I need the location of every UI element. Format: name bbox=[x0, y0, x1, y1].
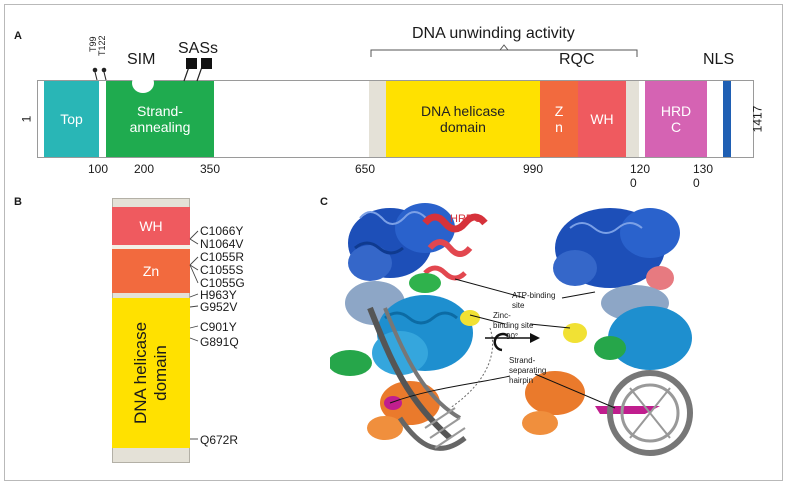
sass-label: SASs bbox=[178, 40, 219, 57]
strand-annealing-domain: Strand- annealing bbox=[106, 81, 214, 157]
right-structure bbox=[522, 208, 693, 456]
top-domain: Top bbox=[44, 81, 99, 157]
left-structure bbox=[330, 203, 488, 451]
mutation-c1055s: C1055S bbox=[200, 263, 244, 277]
panel-b-helicase-domain bbox=[112, 298, 190, 448]
t122-pin bbox=[103, 71, 107, 81]
mutation-c1066y: C1066Y bbox=[200, 224, 244, 238]
protein-structure-illustration bbox=[330, 203, 693, 456]
strand-separating-hairpin-label: Strand- separating hairpin bbox=[509, 356, 547, 385]
start-residue-label: 1 bbox=[19, 115, 34, 123]
tick-100: 100 bbox=[88, 162, 109, 176]
tick-1300: 130 0 bbox=[693, 162, 714, 190]
mutation-connectors bbox=[189, 230, 199, 440]
hrdc-structure-label: HRDC bbox=[450, 213, 482, 225]
t99-dot bbox=[92, 67, 98, 73]
dna-helicase-domain: DNA helicase domain bbox=[386, 81, 540, 157]
mutation-c1055g: C1055G bbox=[200, 276, 245, 290]
unwinding-bracket bbox=[370, 49, 638, 57]
panel-c-label: C bbox=[320, 196, 328, 208]
mutation-h963y: H963Y bbox=[200, 288, 237, 302]
mutation-n1064v: N1064V bbox=[200, 237, 244, 251]
sim-notch bbox=[132, 73, 154, 93]
tick-990: 990 bbox=[523, 162, 544, 176]
mutation-q672r: Q672R bbox=[200, 433, 239, 447]
nls-domain bbox=[723, 81, 731, 157]
rotation-curl bbox=[493, 332, 509, 352]
tick-650: 650 bbox=[355, 162, 376, 176]
tick-1200: 120 0 bbox=[630, 162, 651, 190]
rotation-label: 90° bbox=[506, 332, 519, 341]
rotation-arrow-head bbox=[530, 333, 540, 343]
sim-label: SIM bbox=[127, 51, 156, 68]
mutation-c1055r: C1055R bbox=[200, 250, 245, 264]
wh-domain: WH bbox=[578, 81, 626, 157]
panel-b-zn-domain: Zn bbox=[112, 249, 190, 293]
panel-b-label: B bbox=[14, 196, 22, 208]
helicase-flank-left bbox=[369, 81, 386, 157]
nls-label: NLS bbox=[703, 51, 735, 68]
tick-200: 200 bbox=[134, 162, 155, 176]
zn-domain: Z n bbox=[540, 81, 578, 157]
sas-flag-2 bbox=[201, 58, 212, 69]
panel-a-label: A bbox=[14, 30, 22, 42]
bracket-apex bbox=[499, 44, 509, 51]
t122-label: T122 bbox=[97, 35, 107, 56]
panel-b-wh-domain: WH bbox=[112, 207, 190, 245]
atp-binding-site-label: ATP-binding site bbox=[512, 291, 556, 310]
sas-flag-1 bbox=[186, 58, 197, 69]
t122-dot bbox=[101, 67, 107, 73]
tick-350: 350 bbox=[200, 162, 221, 176]
hrdc-domain: HRD C bbox=[645, 81, 707, 157]
zinc-binding-site-label: Zinc- binding site bbox=[493, 311, 534, 330]
panel-b-helicase-label: DNA helicase domain bbox=[131, 321, 170, 425]
rqc-flank-right bbox=[626, 81, 639, 157]
rqc-label: RQC bbox=[559, 51, 595, 68]
panel-a-annotations bbox=[92, 44, 638, 82]
dna-unwinding-title: DNA unwinding activity bbox=[412, 25, 575, 42]
figure-frame bbox=[4, 4, 783, 481]
end-residue-label: 1417 bbox=[750, 105, 765, 133]
mutation-g952v: G952V bbox=[200, 300, 238, 314]
panel-b-wh-zn-divider bbox=[112, 245, 190, 249]
mutation-g891q: G891Q bbox=[200, 335, 239, 349]
t99-pin bbox=[94, 71, 98, 81]
mutation-c901y: C901Y bbox=[200, 320, 237, 334]
